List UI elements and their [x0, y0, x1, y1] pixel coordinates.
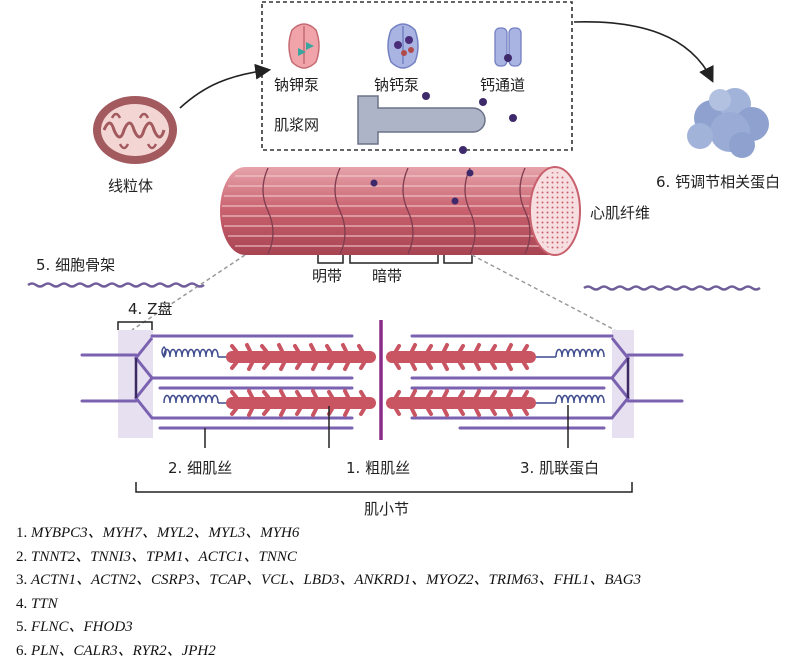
na-ca-pump-label: 钠钙泵 — [374, 76, 419, 94]
sr-label: 肌浆网 — [274, 116, 319, 134]
na-ca-pump-icon — [387, 23, 419, 69]
light-band-label: 明带 — [312, 267, 342, 285]
sarcomere-diagram — [80, 320, 684, 440]
gene-list-item: 2. TNNT2、TNNI3、TPM1、ACTC1、TNNC — [16, 548, 297, 565]
na-k-pump-label: 钠钾泵 — [274, 76, 319, 94]
gene-list-item: 3. ACTN1、ACTN2、CSRP3、TCAP、VCL、LBD3、ANKRD… — [16, 572, 642, 589]
myofibril-label: 心肌纤维 — [590, 204, 650, 222]
calcium-protein-label: 6. 钙调节相关蛋白 — [656, 173, 780, 191]
thick-filament-label: 1. 粗肌丝 — [346, 459, 410, 477]
calcium-protein-icon — [687, 88, 769, 158]
dark-band-label: 暗带 — [372, 267, 402, 285]
mitochondria-label: 线粒体 — [108, 177, 153, 195]
sarcomere-label: 肌小节 — [364, 500, 409, 518]
gene-list-item: 6. PLN、CALR3、RYR2、JPH2 — [16, 642, 216, 659]
titin-label: 3. 肌联蛋白 — [520, 459, 599, 477]
ca-channel-icon — [494, 27, 522, 67]
arrow-mito-to-pump — [179, 63, 272, 109]
myofibril-cylinder — [220, 166, 581, 256]
cytoskeleton-label: 5. 细胞骨架 — [36, 256, 115, 274]
gene-list: 1. MYBPC3、MYH7、MYL2、MYL3、MYH6 2. TNNT2、T… — [16, 522, 641, 664]
gene-list-item: 5. FLNC、FHOD3 — [16, 619, 133, 636]
titin-coils — [163, 348, 605, 404]
arrow-box-to-protein — [573, 21, 714, 83]
mitochondria-icon — [93, 96, 177, 164]
sr-shape — [357, 95, 486, 145]
cardiomyocyte-diagram: 线粒体 钠钾泵 钠钙泵 钙通道 肌浆网 — [27, 1, 780, 518]
band-brackets — [317, 255, 473, 264]
ca-channel-label: 钙通道 — [480, 76, 525, 94]
gene-list-item: 4. TTN — [16, 595, 58, 612]
sarcomere-bracket — [135, 482, 633, 493]
cytoskeleton-right — [583, 285, 761, 291]
cytoskeleton-left — [27, 282, 205, 288]
gene-list-item: 1. MYBPC3、MYH7、MYL2、MYL3、MYH6 — [16, 525, 300, 541]
thin-filament-label: 2. 细肌丝 — [168, 459, 232, 477]
na-k-pump-icon — [288, 23, 320, 69]
z-disc-label: 4. Z盘 — [128, 300, 172, 318]
